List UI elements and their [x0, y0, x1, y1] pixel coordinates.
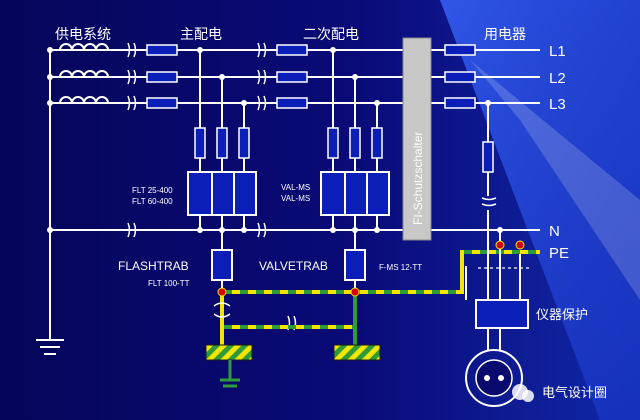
device-protection-module [475, 299, 529, 329]
fuse [276, 71, 308, 83]
main-arrester-type-2: FLT 60-400 [132, 197, 173, 206]
light-beam-highlight [470, 60, 640, 300]
sub-arrester-block [320, 171, 390, 216]
fuse [444, 71, 476, 83]
rcd-label: FI-Schutzschalter [411, 132, 425, 225]
arrester-module [187, 171, 213, 216]
sub-n-pe-arrester [344, 249, 366, 281]
arrester-module [320, 171, 346, 216]
pe-drop-sub [353, 292, 357, 347]
section-supply-label: 供电系统 [55, 27, 111, 43]
arrester-module [211, 171, 235, 216]
sub-n-pe-type: F-MS 12-TT [379, 263, 422, 272]
pe-bus-main [222, 290, 462, 294]
pe-junction-dots [217, 240, 525, 297]
fuse [444, 97, 476, 109]
fuse [146, 71, 178, 83]
sub-arrester-type-2: VAL-MS [281, 194, 310, 203]
sub-arrester-dots [330, 47, 380, 233]
line-label-l3: L3 [549, 96, 566, 113]
earth-bar-sub [333, 344, 381, 361]
fuse [444, 44, 476, 56]
fuse [194, 127, 206, 159]
coil-l2 [59, 70, 109, 78]
line-label-l1: L1 [549, 43, 566, 60]
line-label-l2: L2 [549, 70, 566, 87]
fuse [276, 44, 308, 56]
fuse [146, 97, 178, 109]
earth-symbol [220, 360, 240, 388]
fuse [216, 127, 228, 159]
sub-arrester-name: VALVETRAB [259, 259, 328, 273]
fuse [276, 97, 308, 109]
junction-dot [485, 100, 491, 106]
line-fuses [146, 44, 476, 109]
watermark-icon [512, 384, 534, 402]
arrester-module [344, 171, 368, 216]
transformer-coils [59, 43, 109, 104]
main-arrester-type-1: FLT 25-400 [132, 186, 173, 195]
section-consumer-label: 用电器 [484, 27, 526, 43]
junction-dot [47, 74, 53, 80]
rcd-breaker [402, 37, 432, 241]
section-sub-distribution-label: 二次配电 [303, 27, 359, 43]
fuse [327, 127, 339, 159]
sub-arrester-fuses [327, 127, 383, 159]
watermark-text: 电气设计圈 [542, 385, 607, 401]
fuse [371, 127, 383, 159]
fuse [238, 127, 250, 159]
coil-l1 [59, 43, 109, 51]
device-protection-label: 仪器保护 [536, 308, 588, 323]
line-label-n: N [549, 223, 560, 240]
fuse [349, 127, 361, 159]
line-label-pe: PE [549, 245, 569, 262]
earth-bar-main [205, 344, 253, 361]
main-n-pe-type: FLT 100-TT [148, 279, 190, 288]
junction-dot [47, 47, 53, 53]
fuse [146, 44, 178, 56]
socket-icon [465, 349, 523, 407]
consumer-fuse [482, 141, 494, 173]
junction-dot [497, 227, 503, 233]
main-arrester-name: FLASHTRAB [118, 259, 189, 273]
pe-link [222, 325, 357, 329]
arrester-module [233, 171, 257, 216]
supply-earth [36, 50, 64, 355]
arrester-module [366, 171, 390, 216]
spark-gap-icon [213, 302, 231, 318]
main-arrester-dots [197, 47, 247, 233]
section-main-distribution-label: 主配电 [180, 27, 222, 43]
junction-dot [47, 100, 53, 106]
pe-drop-main [220, 292, 224, 347]
pe-riser [460, 252, 464, 294]
main-arrester-fuses [194, 127, 250, 159]
main-n-pe-arrester [211, 249, 233, 281]
main-arrester-block [187, 171, 257, 216]
coil-l3 [59, 96, 109, 104]
sub-arrester-type-1: VAL-MS [281, 183, 310, 192]
